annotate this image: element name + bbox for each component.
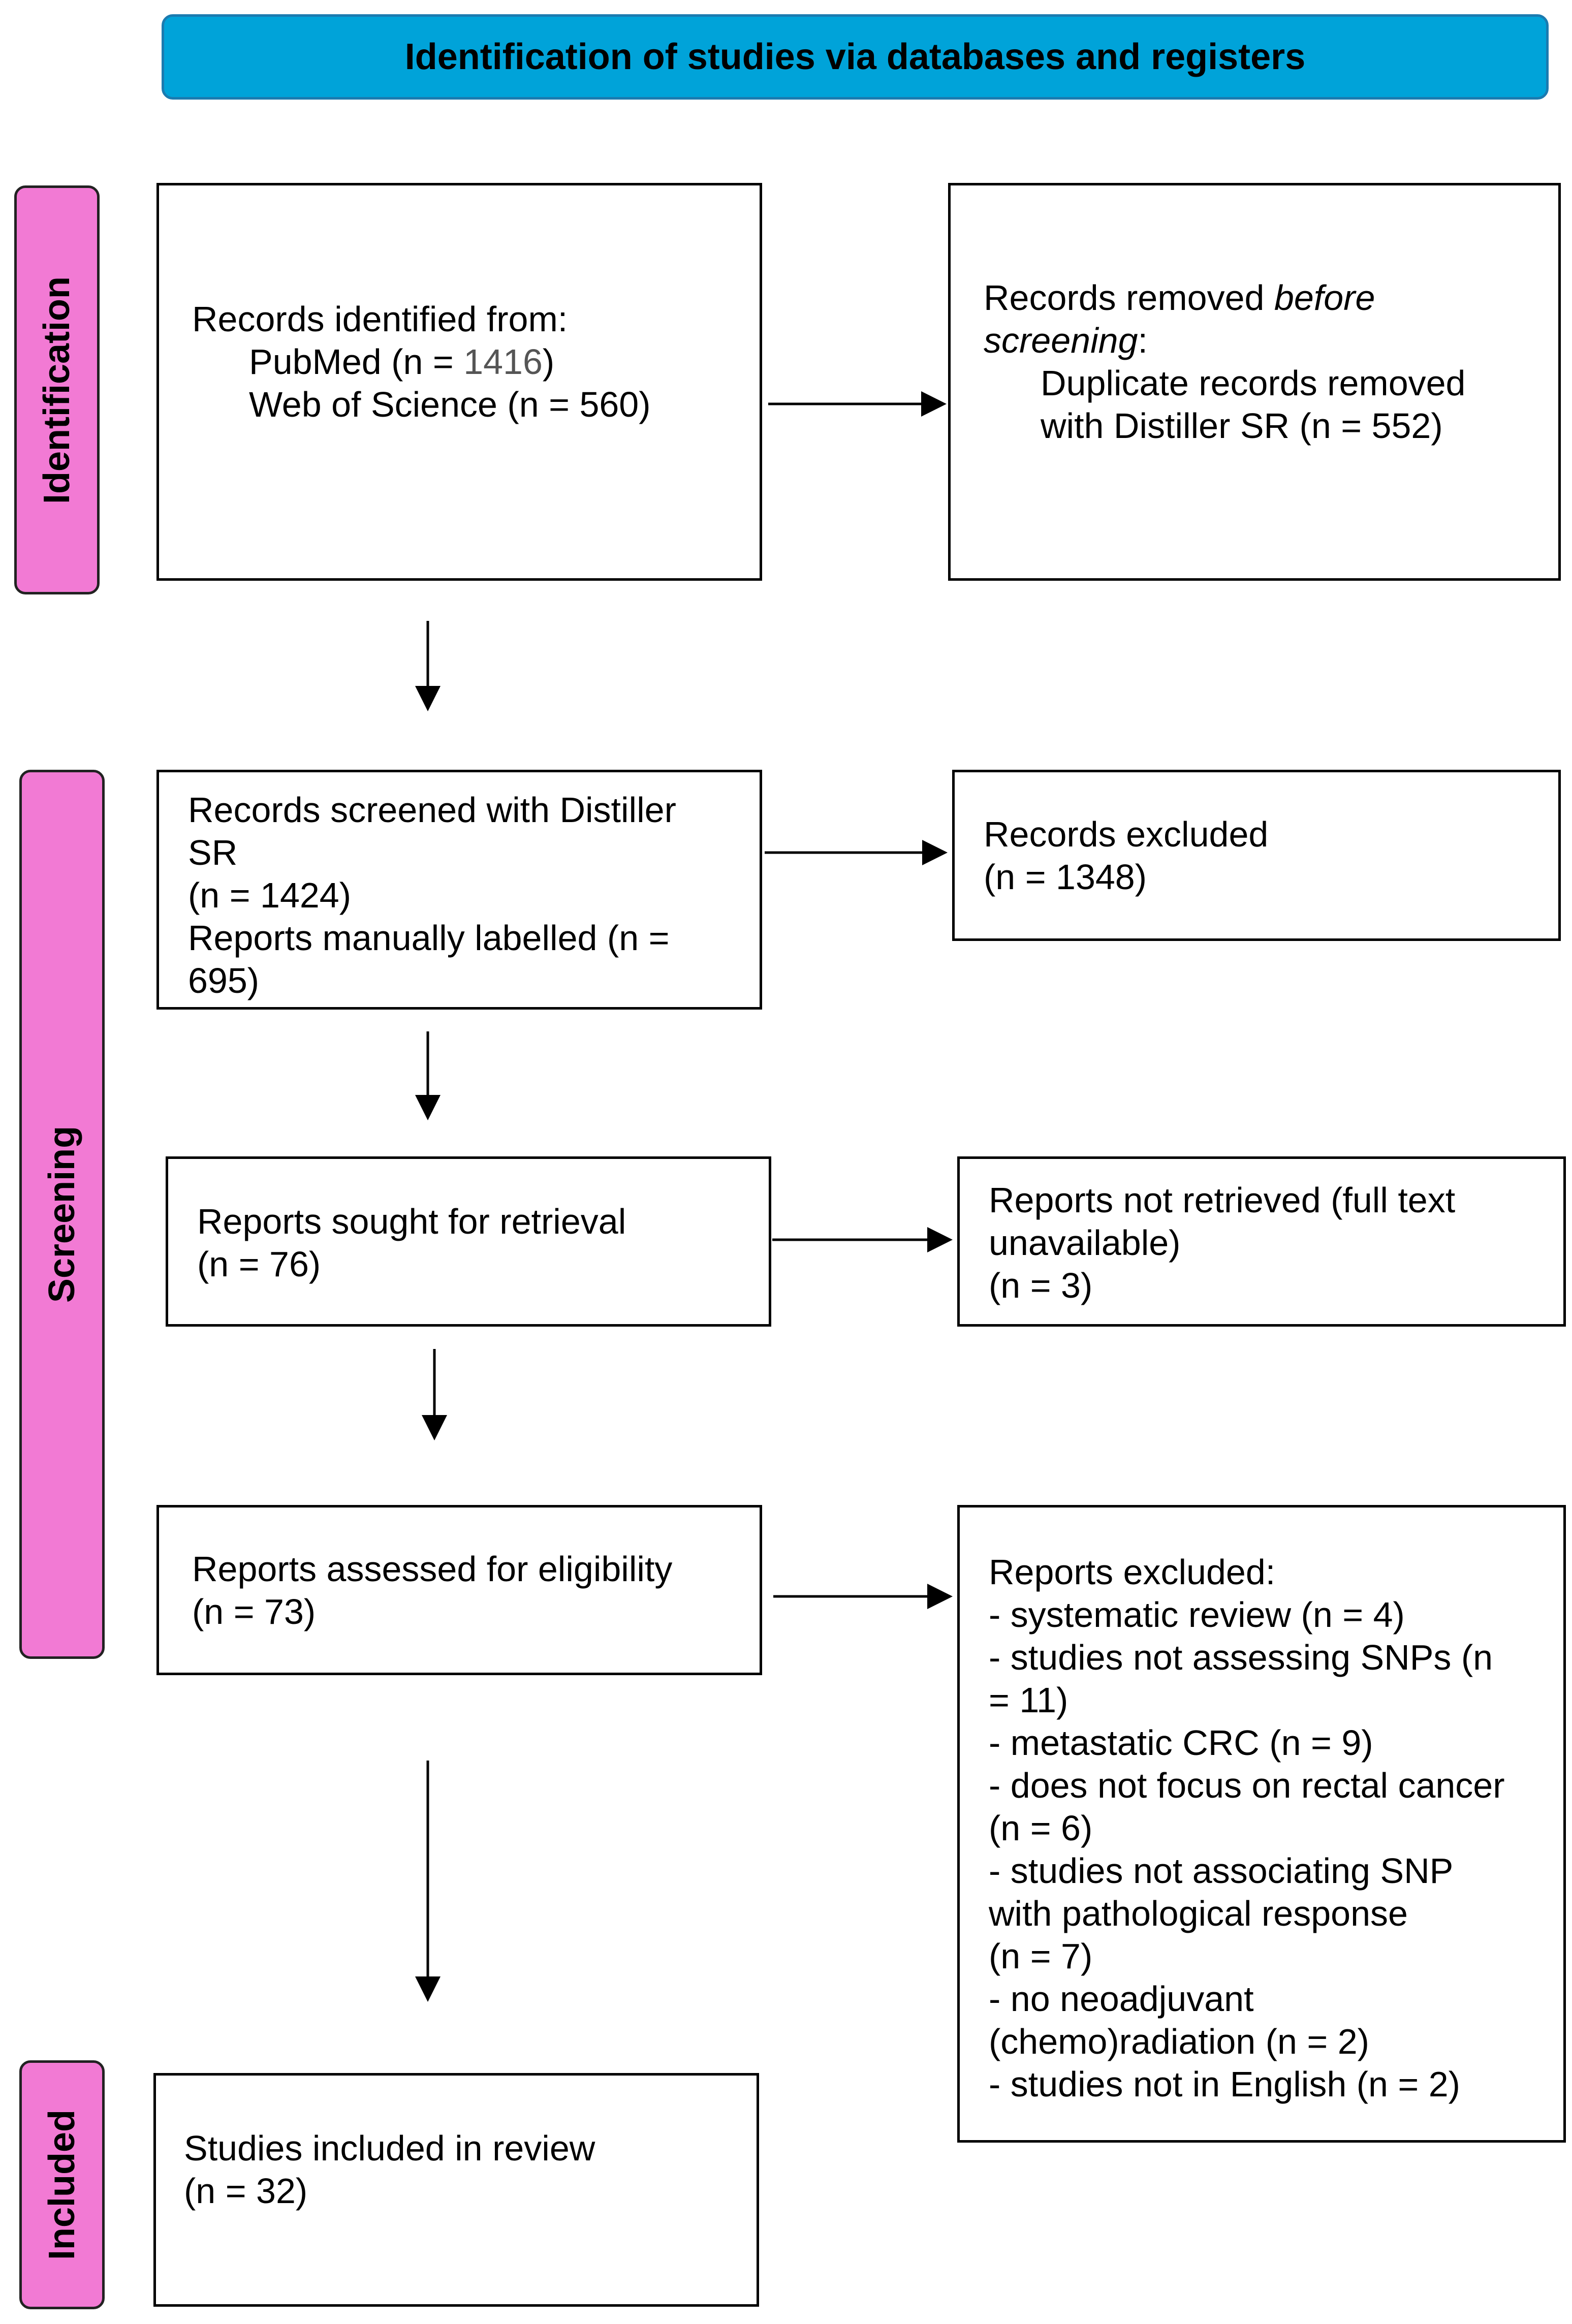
records-removed-line4: with Distiller SR (n = 552) [1041, 406, 1443, 446]
records-removed-line1: Records removed before [984, 278, 1375, 318]
records-removed-line2: screening: [984, 321, 1148, 360]
reports-sought-line1: Reports sought for retrieval [197, 1202, 626, 1241]
before-emphasis: before [1274, 278, 1375, 318]
records-excluded-line2: (n = 1348) [984, 857, 1147, 897]
records-excluded-box [952, 770, 1561, 941]
records-screened-box [156, 770, 762, 1010]
reports-excluded-reason: - no neoadjuvant [989, 1979, 1254, 2019]
records-pubmed: PubMed (n = 1416) [249, 342, 555, 382]
reports-not-retrieved-box [957, 1156, 1566, 1327]
header-title: Identification of studies via databases … [404, 37, 1306, 77]
records-removed-text: Records removed before screening: Duplic… [984, 276, 1465, 447]
records-removed-box [948, 183, 1561, 581]
reports-excluded-box [957, 1505, 1566, 2143]
records-excluded-line1: Records excluded [984, 814, 1269, 854]
reports-assessed-box [156, 1505, 762, 1675]
reports-assessed-text: Reports assessed for eligibility (n = 73… [192, 1548, 672, 1633]
reports-excluded-text: Reports excluded: - systematic review (n… [989, 1551, 1505, 2106]
records-screened-line1: Records screened with Distiller [188, 790, 676, 830]
pubmed-count: 1416 [463, 342, 543, 382]
reports-excluded-heading: Reports excluded: [989, 1552, 1276, 1592]
screening-emphasis: screening [984, 321, 1138, 360]
phase-screening: Screening [19, 770, 105, 1659]
reports-excluded-reason: = 11) [989, 1680, 1068, 1720]
reports-sought-line2: (n = 76) [197, 1244, 321, 1284]
records-screened-line4: Reports manually labelled (n = [188, 918, 670, 958]
reports-assessed-line2: (n = 73) [192, 1592, 316, 1631]
records-identified-heading: Records identified from: [192, 299, 568, 339]
reports-sought-box [166, 1156, 771, 1327]
studies-included-line1: Studies included in review [184, 2128, 595, 2168]
phase-identification: Identification [14, 185, 100, 594]
reports-not-retrieved-line2: unavailable) [989, 1223, 1181, 1263]
records-screened-text: Records screened with Distiller SR (n = … [188, 789, 676, 1002]
records-screened-line2: SR [188, 833, 238, 872]
reports-excluded-reason: (n = 6) [989, 1808, 1093, 1848]
records-excluded-text: Records excluded (n = 1348) [984, 813, 1268, 898]
records-screened-line3: (n = 1424) [188, 875, 352, 915]
reports-excluded-reason: - metastatic CRC (n = 9) [989, 1723, 1373, 1763]
records-identified-text: Records identified from: PubMed (n = 141… [192, 298, 651, 426]
reports-excluded-reason: - does not focus on rectal cancer [989, 1766, 1505, 1805]
reports-assessed-line1: Reports assessed for eligibility [192, 1549, 673, 1589]
reports-excluded-reason: - studies not in English (n = 2) [989, 2064, 1460, 2104]
reports-not-retrieved-line3: (n = 3) [989, 1266, 1093, 1305]
records-screened-line5: 695) [188, 961, 260, 1000]
reports-not-retrieved-text: Reports not retrieved (full text unavail… [989, 1179, 1455, 1307]
reports-excluded-reason: (chemo)radiation (n = 2) [989, 2022, 1369, 2061]
reports-excluded-reason: with pathological response [989, 1894, 1408, 1933]
records-removed-line3: Duplicate records removed [1041, 363, 1466, 403]
reports-sought-text: Reports sought for retrieval (n = 76) [197, 1200, 626, 1285]
studies-included-text: Studies included in review (n = 32) [184, 2127, 595, 2212]
diagram-header: Identification of studies via databases … [162, 14, 1549, 100]
reports-excluded-reason: - systematic review (n = 4) [989, 1595, 1405, 1635]
reports-excluded-reason: - studies not assessing SNPs (n [989, 1638, 1493, 1677]
records-identified-box [156, 183, 762, 581]
studies-included-box [153, 2073, 759, 2307]
reports-excluded-reason: - studies not associating SNP [989, 1851, 1454, 1891]
reports-not-retrieved-line1: Reports not retrieved (full text [989, 1180, 1456, 1220]
reports-excluded-reason: (n = 7) [989, 1936, 1093, 1976]
studies-included-line2: (n = 32) [184, 2171, 308, 2211]
records-web-of-science: Web of Science (n = 560) [249, 385, 651, 424]
phase-included: Included [19, 2060, 105, 2309]
